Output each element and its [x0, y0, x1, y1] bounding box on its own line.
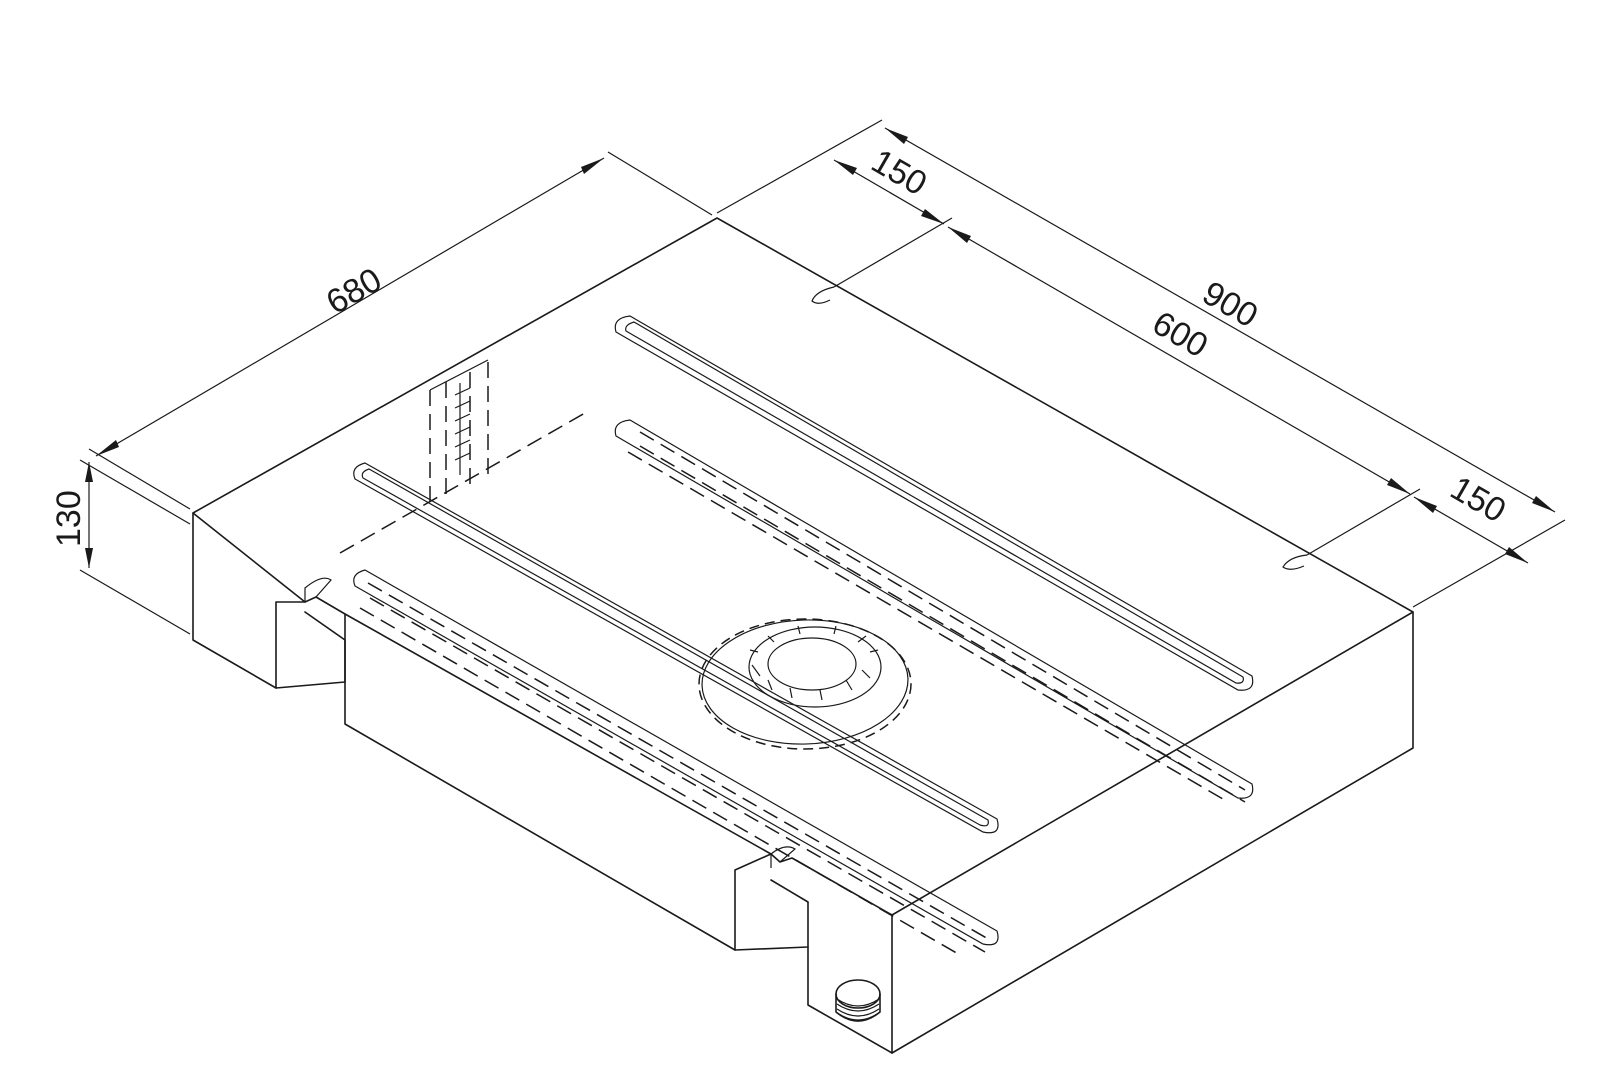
- top-notch-front: [770, 846, 797, 868]
- label-150-bottom: 150: [1444, 469, 1512, 530]
- hatch-teeth: [749, 625, 879, 701]
- arrow-600-left: [948, 227, 971, 243]
- arrow-150-bottom-left: [1414, 497, 1437, 513]
- arrow-130-bottom: [85, 548, 93, 568]
- outlet-fitting: [835, 979, 881, 1022]
- top-notch-left: [304, 577, 332, 602]
- dim-line-900: [884, 127, 1556, 513]
- ext-line-150-top-right: [833, 217, 953, 288]
- tank-body: [192, 217, 1414, 1054]
- slot-middle-inner: [361, 468, 989, 827]
- slot-rear-inner: [625, 321, 1244, 684]
- back-marker-slot-2: [1282, 554, 1308, 570]
- hidden-partition-top: [429, 359, 489, 391]
- front-foot-notch: [734, 879, 809, 951]
- ext-line-130-bottom: [79, 569, 191, 635]
- dimension-width: 680: [88, 151, 713, 510]
- ext-line-680-left: [88, 448, 191, 510]
- ext-line-680-right: [607, 151, 713, 216]
- outlet-thread: [836, 998, 880, 1021]
- outlet-rim: [835, 979, 881, 1009]
- dimension-end-offset-top: 150: [833, 142, 953, 288]
- hidden-lines: [339, 359, 1246, 956]
- ext-line-900-left: [716, 119, 883, 214]
- arrow-150-top-right: [921, 209, 944, 224]
- dim-line-600: [947, 226, 1411, 495]
- hatch-middle-ring: [748, 626, 882, 708]
- slot-right: [614, 419, 1254, 799]
- arrow-680-left: [96, 440, 119, 456]
- hatch-outer-ring: [701, 619, 909, 745]
- arrow-150-bottom-right: [1505, 547, 1528, 563]
- hatch-outer-ring-hidden: [698, 618, 912, 750]
- back-marker-slot-1: [811, 286, 835, 304]
- arrow-600-right: [1387, 478, 1410, 494]
- hidden-baffle-right-3: [627, 451, 1229, 803]
- hidden-partition-ticks: [454, 383, 471, 475]
- hidden-baffle-right-2: [639, 445, 1246, 803]
- dimension-height: 130: [50, 459, 191, 635]
- ext-line-900-right: [1412, 519, 1566, 608]
- arrow-680-right: [581, 158, 604, 174]
- front-end-face: [807, 914, 893, 1054]
- label-600: 600: [1146, 304, 1214, 365]
- hatch-inner-ring: [767, 637, 857, 691]
- arrow-900-right: [1532, 496, 1555, 512]
- slot-front: [353, 569, 999, 946]
- arrow-900-left: [885, 128, 908, 144]
- dimension-overall-length: 900: [716, 119, 1566, 608]
- left-end-face: [192, 512, 306, 689]
- ext-line-150-bottom-left: [1306, 488, 1421, 556]
- hidden-baffle-right-1: [639, 431, 1246, 791]
- outlet-body: [835, 993, 881, 1022]
- top-slots: [353, 315, 1254, 946]
- dim-line-680: [95, 157, 605, 457]
- hidden-baffle-front-1: [367, 582, 991, 941]
- label-150-top: 150: [865, 142, 933, 203]
- ext-line-130-top: [79, 459, 191, 525]
- slot-rear: [614, 315, 1254, 691]
- dimension-end-offset-bottom: 150: [1306, 469, 1529, 564]
- left-foot-notch: [275, 611, 346, 689]
- slot-middle: [353, 462, 999, 834]
- label-680: 680: [320, 261, 388, 322]
- label-130: 130: [50, 490, 88, 547]
- hidden-partition-diagonal: [339, 412, 586, 554]
- right-end-face: [891, 611, 1414, 1054]
- filler-hatch: [698, 618, 912, 750]
- label-900: 900: [1196, 274, 1264, 335]
- dimension-inner-length: 600: [947, 226, 1411, 495]
- hidden-baffle-front-2: [369, 597, 986, 953]
- hidden-baffle-front-3: [359, 607, 961, 956]
- arrow-130-top: [85, 462, 93, 482]
- arrow-150-top-left: [834, 160, 857, 175]
